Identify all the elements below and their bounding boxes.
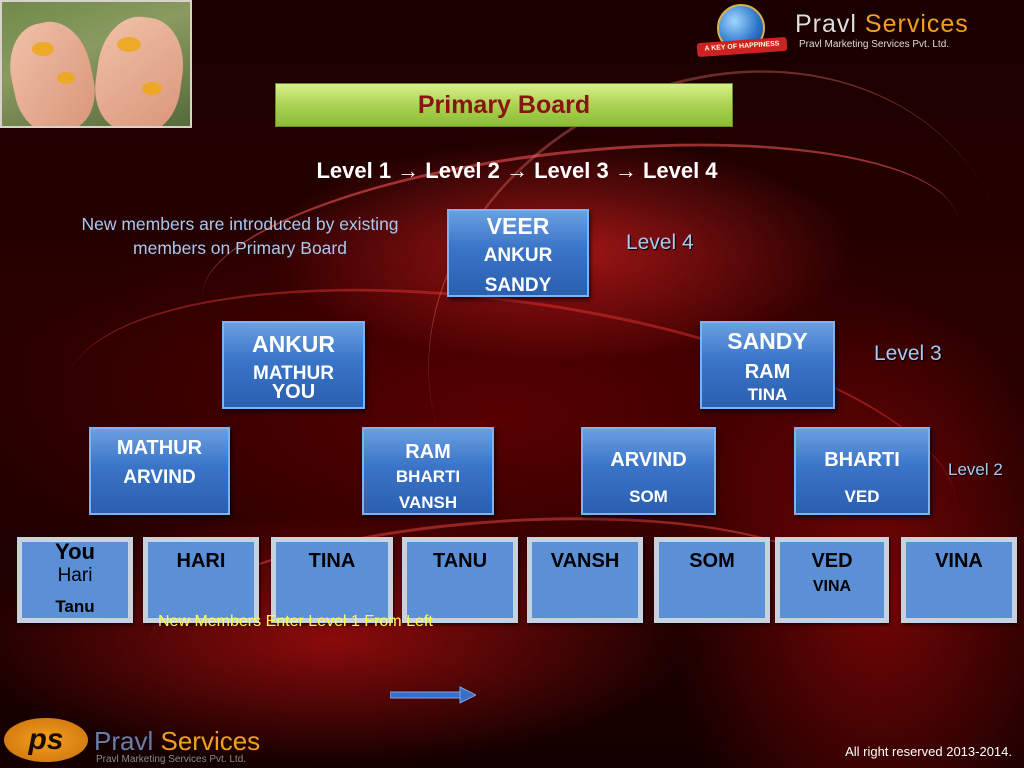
new-members-note: New Members Enter Level 1 From Left — [158, 613, 433, 630]
brand-subtitle: Pravl Marketing Services Pvt. Ltd. — [96, 754, 247, 765]
level-1-slot: VED VINA — [775, 537, 889, 623]
level-2-label: Level 2 — [948, 460, 1003, 479]
foot-shape — [89, 11, 190, 126]
box-name: SANDY — [727, 328, 808, 354]
turmeric-mark — [32, 42, 54, 56]
box-child: VANSH — [398, 493, 458, 512]
box-child: MATHUR — [253, 363, 334, 384]
level-2-box: RAM BHARTI VANSH — [362, 427, 494, 515]
slot-child: VINA — [812, 578, 852, 595]
slot-name: TANU — [432, 550, 488, 572]
box-child: TINA — [747, 385, 788, 404]
box-name: MATHUR — [116, 437, 203, 459]
turmeric-mark — [142, 82, 162, 95]
slot-name: VANSH — [550, 550, 620, 572]
level-4-label: Level 4 — [626, 231, 694, 254]
slot-name: SOM — [689, 550, 735, 572]
slot-child: Tanu — [55, 597, 95, 616]
slot-name: TINA — [308, 550, 356, 572]
slot-name: HARI — [176, 550, 226, 572]
turmeric-mark — [117, 37, 141, 52]
brand-logo-top: A KEY OF HAPPINESS Pravl Services Pravl … — [695, 0, 1024, 62]
level-1-slot: TINA — [271, 537, 393, 623]
brand-logo-bottom: ps Pravl Services Pravl Marketing Servic… — [0, 712, 300, 768]
level-3-box: ANKUR MATHUR YOU — [222, 321, 365, 409]
box-child: RAM — [744, 361, 791, 383]
level-1-slot: VANSH — [527, 537, 643, 623]
page-title: Primary Board — [275, 83, 733, 127]
foot-shape — [2, 14, 103, 126]
box-name: ARVIND — [610, 449, 687, 471]
turmeric-mark — [57, 72, 75, 84]
brand-name: Pravl Services — [795, 10, 969, 38]
level-2-box: BHARTI VED — [794, 427, 930, 515]
box-name: VEER — [486, 213, 550, 239]
box-child: ARVIND — [123, 467, 196, 488]
box-child: ANKUR — [483, 245, 553, 266]
brand-name: Pravl Services — [94, 726, 261, 756]
level-1-slot: You Hari Tanu — [17, 537, 133, 623]
slot-name: VED — [811, 550, 853, 572]
box-name: BHARTI — [824, 449, 900, 471]
copyright: All right reserved 2013-2014. — [845, 744, 1012, 759]
slot-name: You — [55, 539, 95, 564]
level-1-slot: TANU — [402, 537, 518, 623]
level-4-box: VEER ANKUR SANDY — [447, 209, 589, 297]
feet-photo — [0, 0, 192, 128]
ps-logo-icon: ps — [4, 718, 88, 762]
right-arrow-icon — [390, 686, 476, 704]
box-name: RAM — [405, 441, 451, 463]
level-1-slot: SOM — [654, 537, 770, 623]
slot-name: VINA — [935, 550, 983, 572]
intro-text: New members are introduced by existing m… — [81, 214, 399, 258]
level-3-box: SANDY RAM TINA — [700, 321, 835, 409]
box-child: YOU — [271, 381, 316, 403]
level-1-slot: VINA — [901, 537, 1017, 623]
levels-heading: Level 1 → Level 2 → Level 3 → Level 4 — [316, 158, 718, 183]
slot-child: Hari — [57, 565, 93, 586]
box-name: ANKUR — [251, 331, 336, 357]
box-child: VED — [844, 487, 880, 506]
brand-subtitle: Pravl Marketing Services Pvt. Ltd. — [799, 39, 950, 50]
box-child: BHARTI — [395, 467, 461, 486]
logo-ribbon: A KEY OF HAPPINESS — [696, 36, 788, 58]
level-3-label: Level 3 — [874, 342, 942, 365]
box-child: SOM — [629, 487, 668, 506]
level-2-box: MATHUR ARVIND — [89, 427, 230, 515]
level-1-slot: HARI — [143, 537, 259, 623]
box-child: SANDY — [484, 275, 552, 296]
level-2-box: ARVIND SOM — [581, 427, 716, 515]
